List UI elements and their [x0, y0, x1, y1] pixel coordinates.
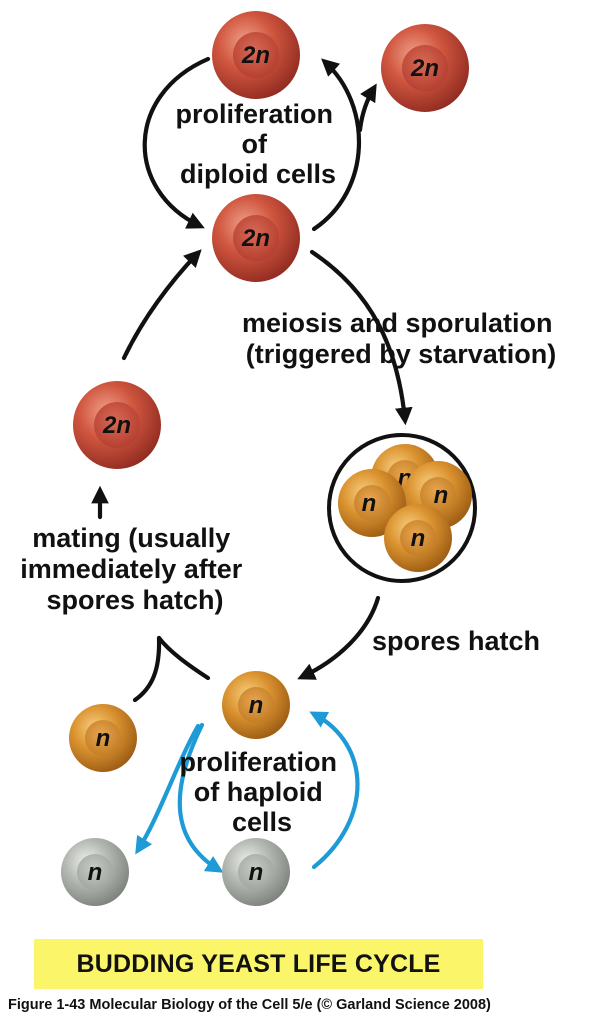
haploid-cell-label: n: [434, 482, 449, 509]
haploid-cell-label: n: [362, 490, 377, 517]
title-banner: BUDDING YEAST LIFE CYCLE: [34, 939, 483, 989]
diploid-cell-label: 2n: [102, 412, 131, 439]
diploid-cell-bud: 2n: [381, 24, 469, 112]
haploid-cell-label: n: [249, 859, 264, 886]
arrow-bud-off-diploid: [357, 83, 377, 133]
label-proliferation-haploid: proliferation of haploid cells: [179, 747, 344, 837]
arrow-haploid-bud-left: [135, 723, 201, 855]
arrow-meiosis-sporulation: [309, 249, 413, 426]
label-proliferation-diploid: proliferation of diploid cells: [175, 99, 340, 189]
haploid-cell-label: n: [249, 692, 264, 719]
mating-line-left: [132, 635, 162, 703]
diploid-cell-top: 2n: [212, 11, 300, 99]
diploid-cell-label: 2n: [410, 55, 439, 82]
label-mating: mating (usually immediately after spores…: [20, 523, 250, 615]
title-banner-text: BUDDING YEAST LIFE CYCLE: [76, 949, 441, 978]
diploid-cell-label: 2n: [241, 42, 270, 69]
arrow-spores-hatch: [297, 595, 381, 680]
haploid-cell-label: n: [96, 725, 111, 752]
diploid-cell-middle: 2n: [212, 194, 300, 282]
label-meiosis-sporulation: meiosis and sporulation (triggered by st…: [242, 308, 560, 369]
arrow-diploid-cycle-right: [311, 58, 362, 232]
diploid-cell-label: 2n: [241, 225, 270, 252]
haploid-cell-hatched: n: [222, 671, 290, 739]
mating-line-right: [156, 635, 211, 681]
arrow-diploid-cycle-left: [142, 56, 211, 229]
spore-cell-bottom: n: [384, 504, 452, 572]
haploid-bud-right: n: [222, 838, 290, 906]
haploid-cell-label: n: [411, 525, 426, 552]
arrow-haploid-cycle-up: [309, 711, 360, 870]
figure-caption: Figure 1-43 Molecular Biology of the Cel…: [8, 997, 491, 1013]
haploid-cell-label: n: [88, 859, 103, 886]
haploid-cell-mating-partner: n: [69, 704, 137, 772]
haploid-bud-left: n: [61, 838, 129, 906]
label-spores-hatch: spores hatch: [372, 626, 540, 656]
spore-cell-left: n: [338, 469, 406, 537]
arrow-haploid-bud-down: [177, 722, 224, 873]
arrow-mating-to-diploid: [121, 249, 202, 361]
diploid-cell-zygote: 2n: [73, 381, 161, 469]
